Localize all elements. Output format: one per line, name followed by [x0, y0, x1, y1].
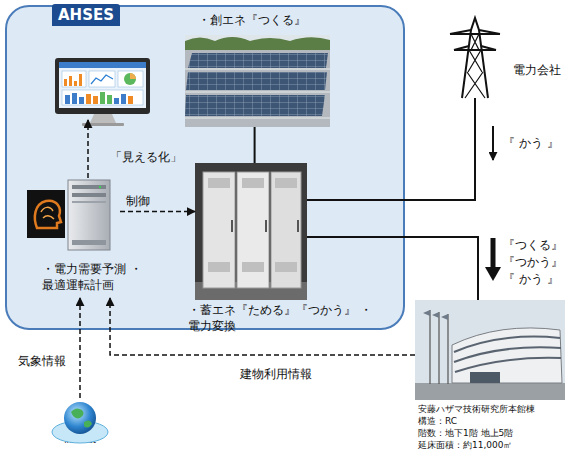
flow-label: 『つかう』	[503, 255, 563, 271]
node-caption: ・電力需要予測 ・最適運転計画	[42, 261, 162, 293]
transmission-tower-icon	[450, 18, 500, 98]
information-flow	[79, 298, 81, 398]
internet-source: internet	[50, 398, 110, 448]
supply-arrow-shaft	[491, 238, 496, 268]
storage-cabinet-photo	[195, 163, 307, 300]
building-spec: 階数：地下1階 地上5階	[418, 427, 513, 439]
internet-globe-icon	[52, 402, 108, 443]
server-illustration	[27, 180, 110, 250]
flow-label: 『つくる』	[503, 238, 563, 254]
visualise-arrow	[87, 120, 89, 178]
power-line	[307, 237, 478, 300]
power-company: 電力会社	[440, 18, 510, 98]
flow-label: 『 かう 』	[503, 136, 559, 152]
buy-arrow	[492, 126, 494, 160]
building-name: 安藤ハザマ技術研究所本館棟	[418, 403, 535, 415]
monitor-illustration	[55, 58, 150, 126]
flow-label: 『 かう 』	[503, 272, 559, 288]
node-label: 電力会社	[513, 62, 561, 78]
building-spec: 延床面積：約11,000㎡	[418, 439, 513, 451]
power-line	[254, 127, 256, 163]
building-photo	[415, 300, 565, 400]
research-building: 安藤ハザマ技術研究所本館棟構造：RC階数：地下1階 地上5階延床面積：約11,0…	[415, 300, 565, 400]
storage-cabinet: ・蓄エネ『ためる』『つかう』 ・電力変換	[195, 163, 307, 300]
system-name: AHSES	[52, 4, 120, 26]
supply-arrow-head	[485, 267, 501, 281]
solar-panel-photo	[185, 35, 330, 127]
node-heading: ・創エネ『つくる』	[198, 12, 306, 28]
edge-label: 建物利用情報	[240, 367, 312, 383]
solar-panel: ・創エネ『つくる』	[185, 35, 330, 127]
information-flow	[110, 298, 415, 355]
information-flow	[120, 211, 195, 213]
node-label: internet	[54, 436, 106, 447]
building-spec: 構造：RC	[418, 415, 457, 427]
system-boundary: AHSES・創エネ『つくる』・電力需要予測 ・最適運転計画・蓄エネ『ためる』『つ…	[5, 5, 405, 330]
node-caption: ・蓄エネ『ためる』『つかう』 ・電力変換	[188, 302, 373, 334]
ems-server: ・電力需要予測 ・最適運転計画	[25, 178, 120, 298]
power-line	[307, 98, 475, 200]
edge-label: 気象情報	[18, 354, 66, 370]
